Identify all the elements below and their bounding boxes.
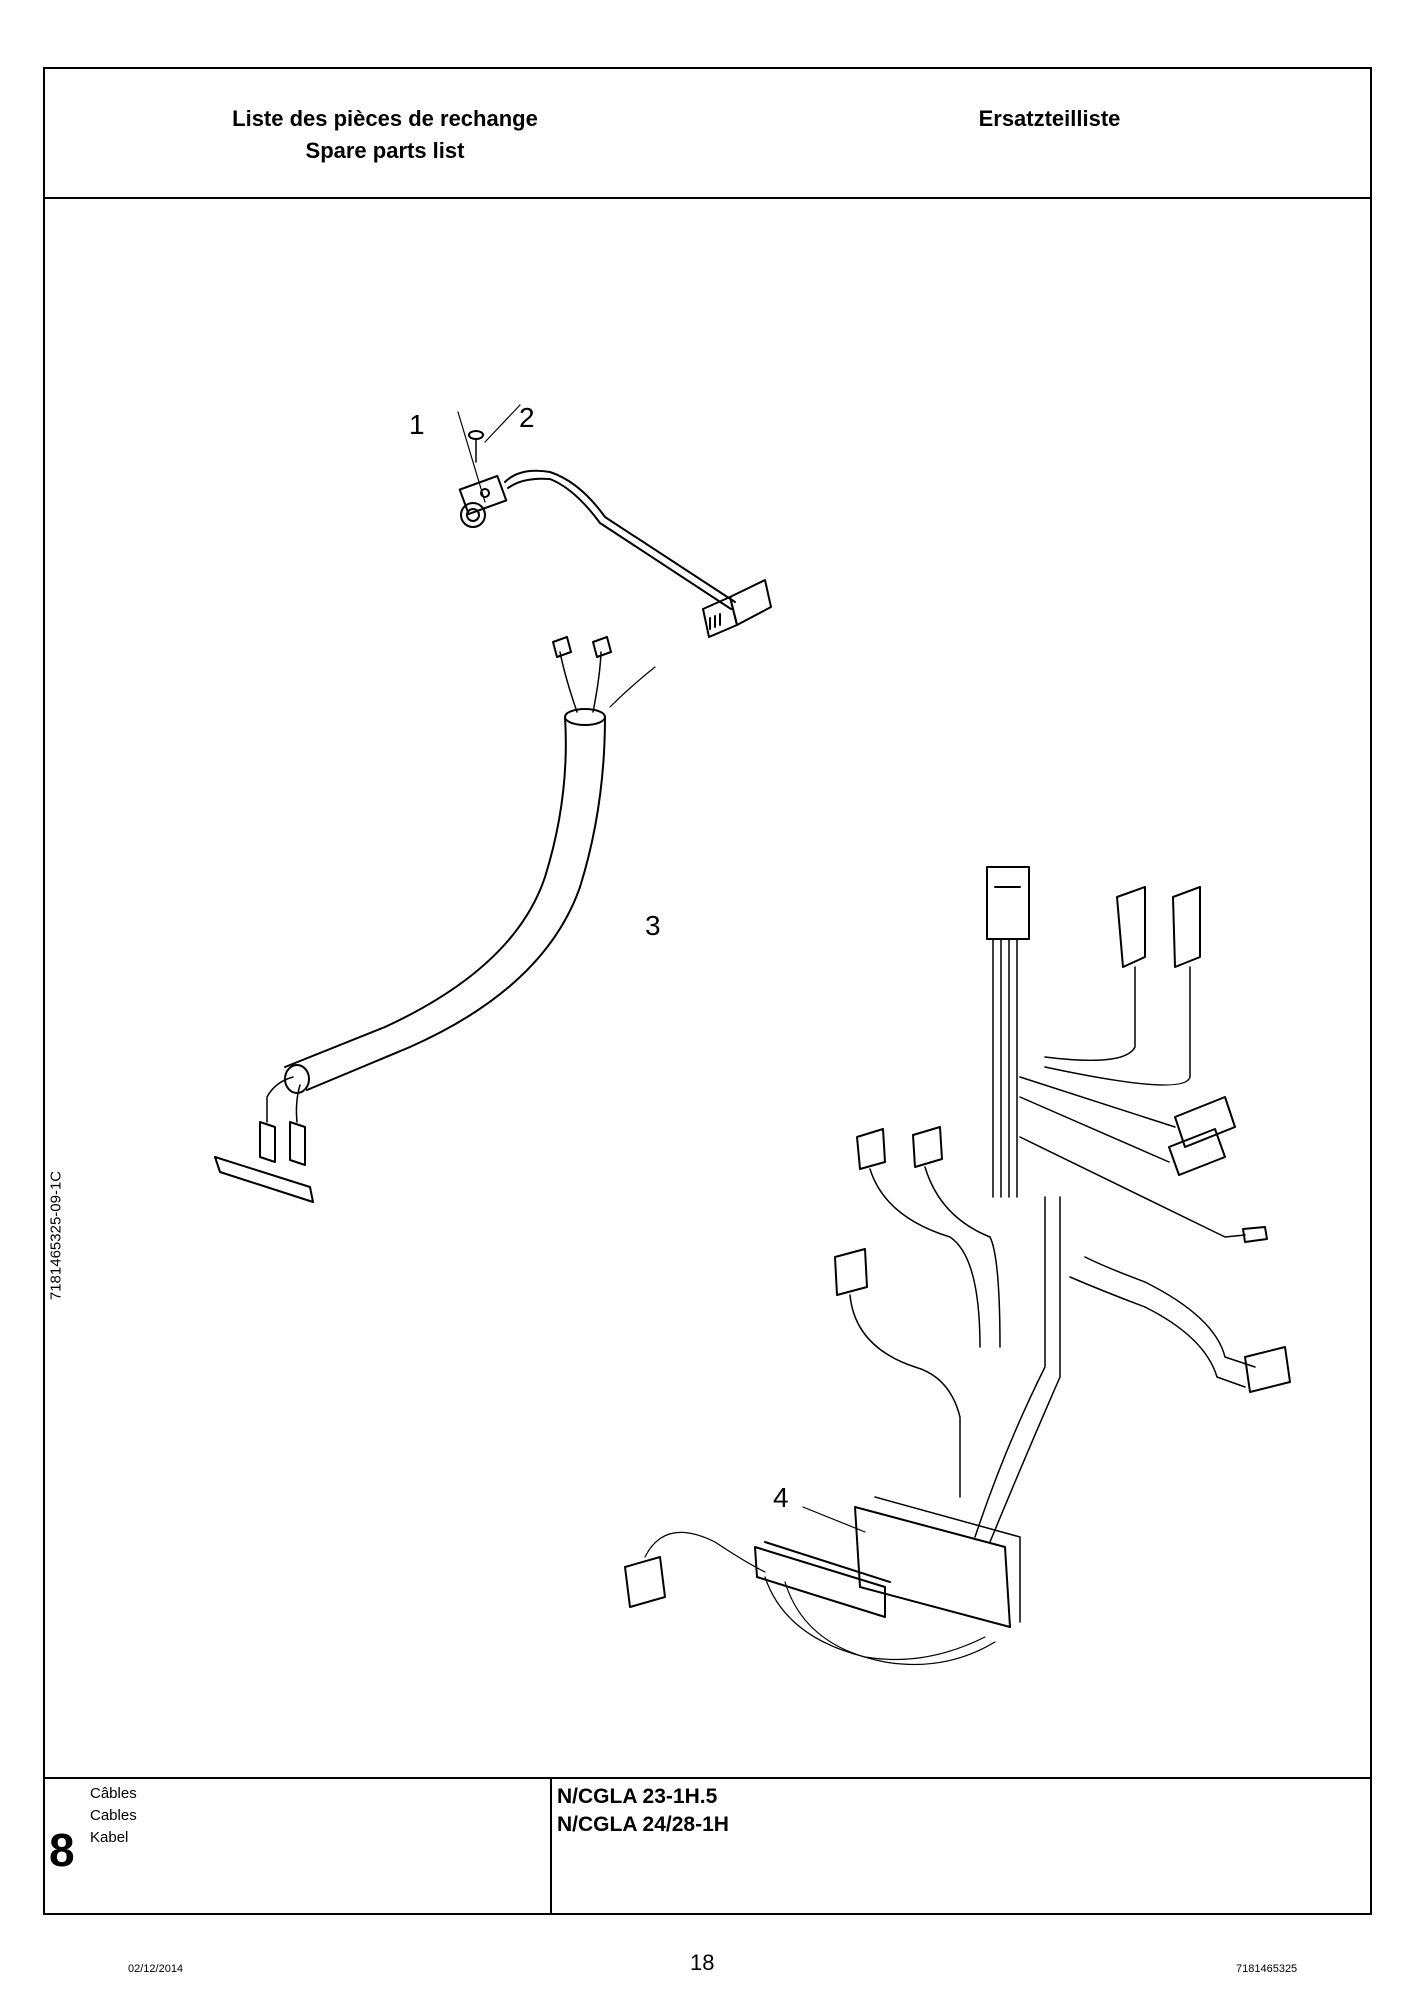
model-1: N/CGLA 23-1H.5 xyxy=(557,1785,718,1808)
callout-4: 4 xyxy=(773,1482,789,1513)
page-number: 18 xyxy=(690,1950,715,1975)
header-title-left: Liste des pièces de rechange Spare parts… xyxy=(45,103,725,167)
callout-1: 1 xyxy=(409,409,425,440)
section-number: 8 xyxy=(49,1824,75,1876)
model-2: N/CGLA 24/28-1H xyxy=(557,1813,729,1836)
header-title-right: Ersatzteilliste xyxy=(725,103,1374,135)
section-title-en: Cables xyxy=(90,1807,137,1824)
page-frame: Liste des pièces de rechange Spare parts… xyxy=(43,67,1372,1915)
callout-3: 3 xyxy=(645,910,661,941)
page-date: 02/12/2014 xyxy=(128,1963,184,1975)
model-list: N/CGLA 23-1H.5 N/CGLA 24/28-1H xyxy=(557,1783,729,1839)
header: Liste des pièces de rechange Spare parts… xyxy=(45,69,1370,199)
exploded-drawing: 1 2 3 xyxy=(45,197,1370,1782)
page-code: 7181465325 xyxy=(1236,1963,1298,1975)
section-title-de: Kabel xyxy=(90,1829,129,1846)
title-german: Ersatzteilliste xyxy=(978,106,1121,131)
section-titles: Câbles Cables Kabel xyxy=(90,1783,137,1849)
side-code-text: 7181465325-09-1C xyxy=(47,1170,65,1301)
ignition-cable-drawing xyxy=(214,636,656,1203)
footer-divider xyxy=(550,1779,552,1913)
wiring-harness-drawing xyxy=(624,866,1291,1666)
callout-2: 2 xyxy=(519,402,535,433)
title-french: Liste des pièces de rechange xyxy=(232,106,538,131)
sensor-cable-drawing xyxy=(457,404,772,638)
title-english: Spare parts list xyxy=(305,138,465,163)
section-title-fr: Câbles xyxy=(90,1785,137,1802)
footer: 8 Câbles Cables Kabel N/CGLA 23-1H.5 N/C… xyxy=(45,1777,1370,1913)
